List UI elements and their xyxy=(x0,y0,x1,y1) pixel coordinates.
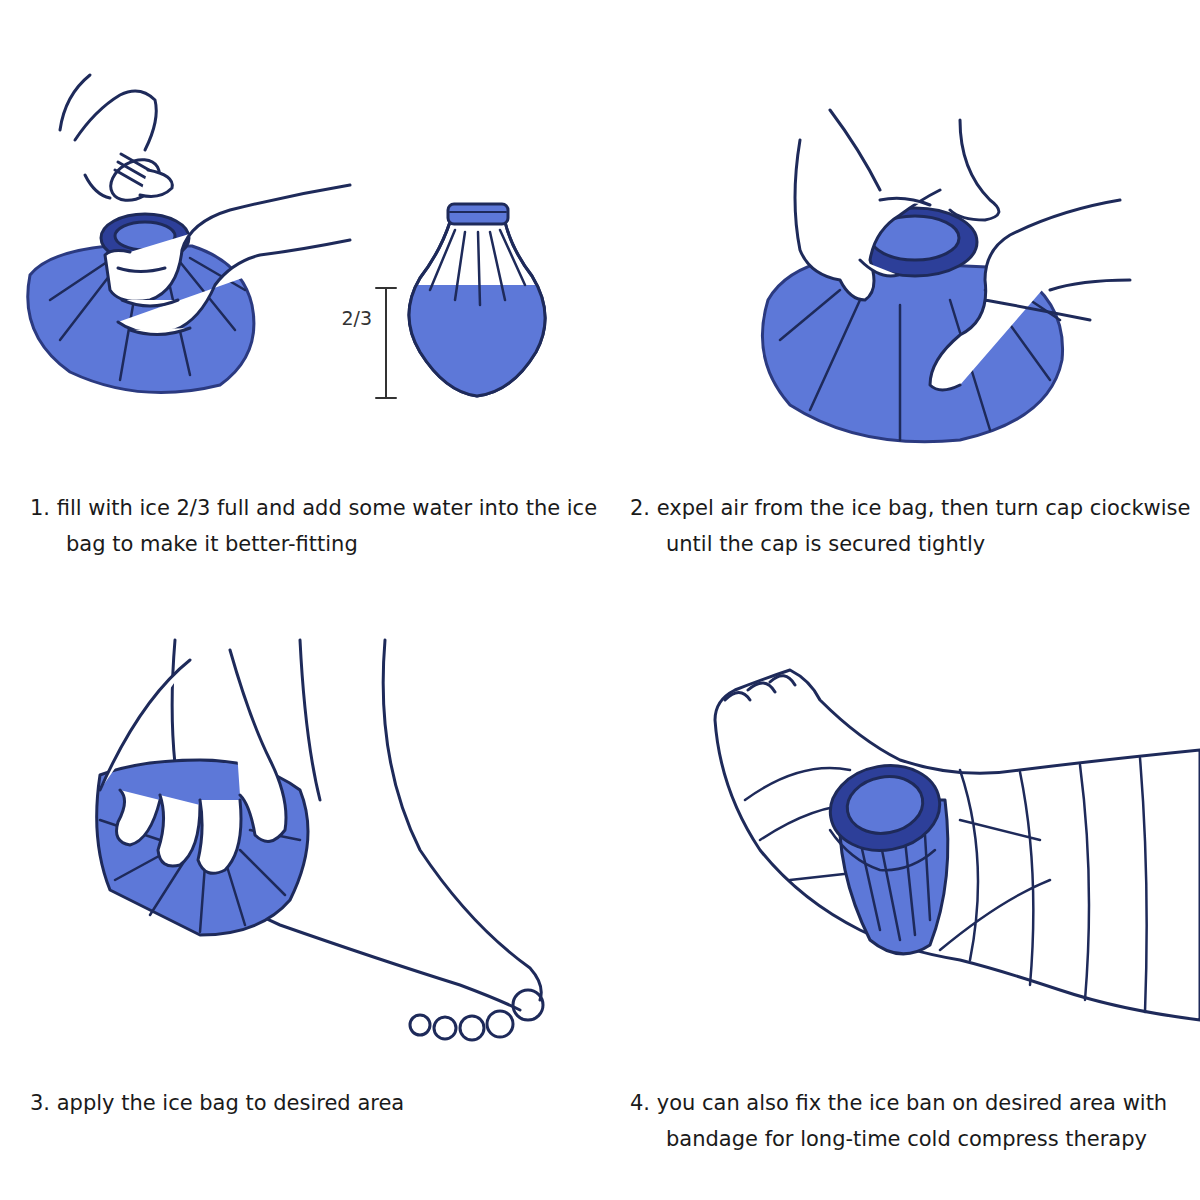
leg xyxy=(715,670,1200,1020)
ice-bag xyxy=(824,757,948,954)
step-caption: 2. expel air from the ice bag, then turn… xyxy=(630,490,1196,562)
step-caption: 1. fill with ice 2/3 full and add some w… xyxy=(30,490,600,562)
hand xyxy=(100,650,286,873)
ice-bag-filled xyxy=(409,204,545,396)
hands xyxy=(795,110,1130,390)
step-caption: 4. you can also fix the ice ban on desir… xyxy=(630,1085,1196,1157)
fingers-with-cap xyxy=(60,75,172,209)
bandage xyxy=(745,758,1147,1012)
hand xyxy=(105,185,350,335)
dimension-bracket xyxy=(376,288,396,398)
dimension-label: 2/3 xyxy=(312,306,372,330)
ice-bag xyxy=(28,214,254,393)
step-caption: 3. apply the ice bag to desired area xyxy=(30,1085,600,1121)
